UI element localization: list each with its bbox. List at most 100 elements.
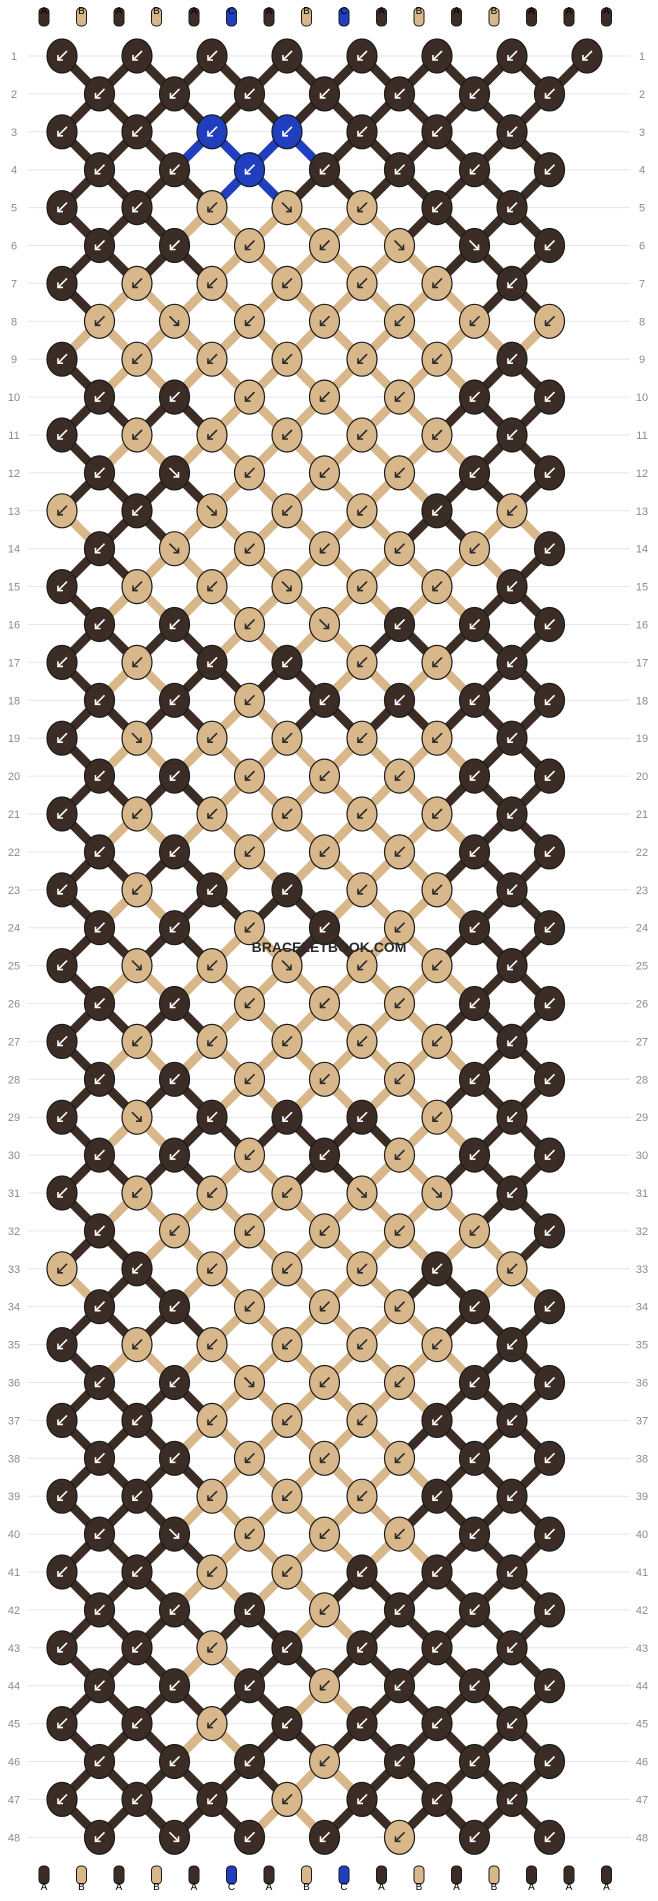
arrow-shaft (243, 1376, 255, 1388)
arrow-head (136, 1116, 142, 1122)
arrow-down-left-icon (507, 1718, 518, 1729)
arrow-head (57, 206, 63, 213)
arrow-down-left-icon (94, 1301, 106, 1312)
arrow-head (469, 547, 476, 554)
arrow-shaft (282, 50, 293, 61)
arrow-head (544, 1381, 551, 1388)
arrow-shaft (469, 1755, 481, 1767)
arrow-head (94, 1381, 101, 1388)
arrow-down-left-icon (357, 1793, 368, 1805)
arrow-head (132, 282, 138, 289)
strand-end (488, 1865, 500, 1885)
arrow-shaft (319, 88, 331, 99)
row-number-left: 4 (11, 165, 17, 177)
arrow-down-left-icon (507, 505, 518, 516)
arrow-head (357, 888, 363, 895)
arrow-shaft (357, 1339, 368, 1350)
arrow-head (94, 1229, 101, 1236)
arrow-shaft (244, 1831, 256, 1842)
arrow-head (94, 1305, 101, 1312)
arrow-head (436, 1192, 442, 1198)
arrow-shaft (357, 656, 368, 667)
arrow-shaft (207, 581, 218, 592)
arrow-shaft (469, 1680, 481, 1691)
arrow-shaft (282, 1718, 293, 1729)
arrow-down-left-icon (544, 88, 556, 99)
arrow-down-left-icon (207, 1642, 218, 1653)
row-number-left: 5 (11, 203, 17, 215)
arrow-head (319, 926, 326, 933)
arrow-shaft (94, 239, 106, 251)
arrow-head (582, 55, 588, 61)
arrow-shaft (57, 505, 68, 516)
arrow-head (57, 661, 63, 668)
arrow-shaft (94, 391, 106, 402)
arrow-down-left-icon (469, 467, 481, 478)
arrow-head (94, 1002, 101, 1009)
arrow-head (244, 1305, 251, 1312)
arrow-down-left-icon (207, 1187, 218, 1198)
arrow-down-left-icon (94, 770, 106, 781)
arrow-shaft (544, 88, 556, 99)
row-number-left: 43 (8, 1643, 20, 1655)
arrow-head (319, 850, 326, 857)
arrow-down-left-icon (244, 1149, 256, 1160)
arrow-shaft (94, 467, 106, 478)
arrow-head (282, 358, 288, 365)
arrow-head (207, 358, 213, 365)
arrow-head (319, 471, 326, 478)
arrow-down-left-icon (394, 1604, 406, 1615)
arrow-shaft (132, 1566, 143, 1577)
arrow-shaft (469, 1376, 481, 1388)
arrow-head (57, 1192, 63, 1198)
arrow-head (132, 1419, 138, 1426)
arrow-shaft (394, 1680, 406, 1691)
arrow-down-left-icon (357, 656, 368, 668)
arrow-head (94, 1608, 101, 1615)
arrow-shaft (469, 846, 481, 857)
arrow-head (132, 1495, 138, 1501)
arrow-shaft (207, 429, 218, 440)
arrow-down-left-icon (357, 960, 368, 971)
arrow-down-left-icon (244, 1528, 256, 1539)
arrow-head (132, 434, 138, 440)
arrow-head (169, 92, 176, 99)
row-number-right: 11 (636, 430, 647, 442)
arrow-head (544, 1229, 551, 1236)
row-number-right: 43 (636, 1643, 648, 1655)
arrow-shaft (394, 997, 406, 1009)
arrow-down-left-icon (394, 164, 406, 175)
arrow-shaft (207, 1566, 218, 1577)
arrow-head (432, 813, 438, 819)
arrow-down-left-icon (94, 1225, 106, 1236)
arrow-head (469, 1836, 476, 1843)
arrow-shaft (544, 922, 556, 933)
arrow-shaft (319, 770, 331, 781)
arrow-down-left-icon (282, 1187, 293, 1198)
arrow-head (319, 1836, 326, 1843)
arrow-shaft (544, 1225, 556, 1236)
arrow-shaft (244, 1301, 256, 1312)
arrow-shaft (207, 126, 218, 137)
arrow-shaft (469, 543, 481, 554)
arrow-head (132, 813, 138, 819)
arrow-down-left-icon (469, 1301, 481, 1312)
arrow-shaft (432, 1339, 443, 1350)
arrow-head (394, 1760, 401, 1767)
arrow-head (169, 1078, 176, 1085)
arrow-down-left-icon (244, 1301, 256, 1312)
strand-end (301, 7, 312, 27)
row-number-left: 42 (8, 1605, 20, 1617)
arrow-down-left-icon (507, 126, 518, 137)
arrow-down-left-icon (282, 1793, 293, 1805)
arrow-down-left-icon (207, 202, 218, 213)
arrow-head (319, 1381, 326, 1388)
arrow-head (173, 547, 180, 554)
arrow-head (57, 509, 63, 516)
arrow-head (319, 1760, 326, 1767)
row-number-right: 47 (636, 1794, 648, 1806)
row-number-left: 1 (11, 51, 17, 63)
arrow-down-left-icon (319, 694, 331, 706)
arrow-shaft (282, 277, 293, 288)
arrow-head (507, 282, 513, 289)
